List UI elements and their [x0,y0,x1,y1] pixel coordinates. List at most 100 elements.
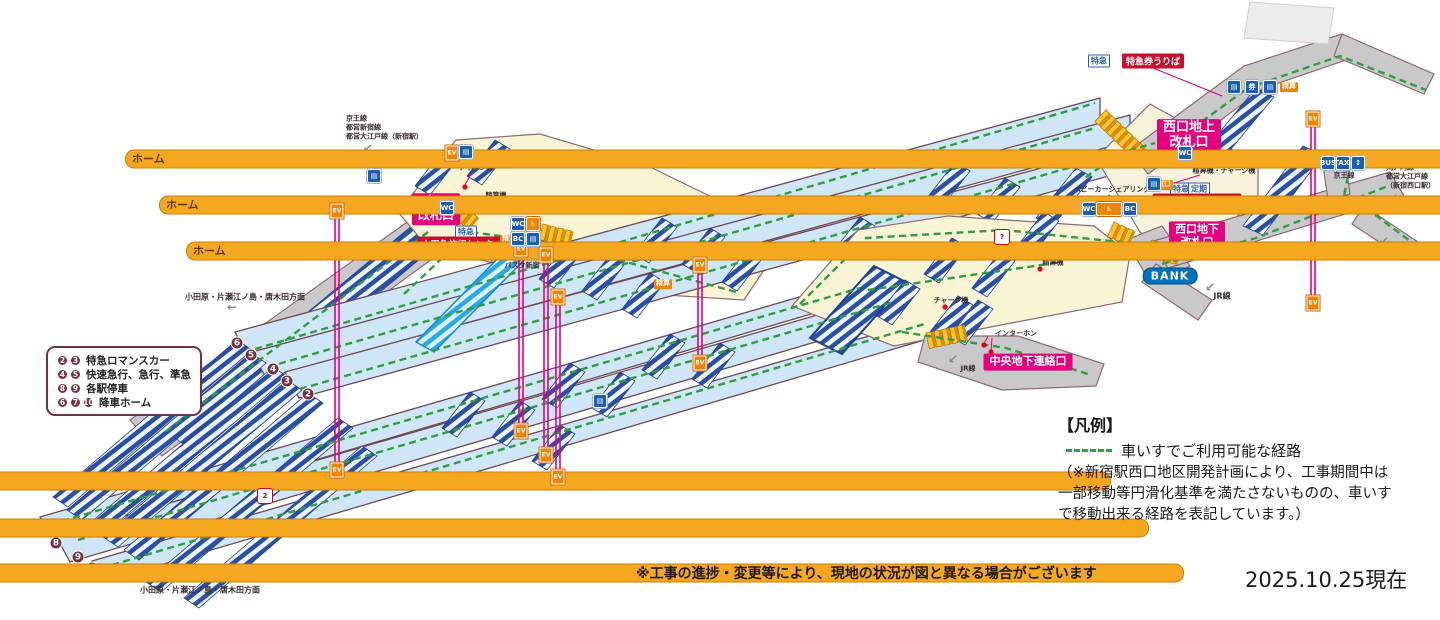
baby-room-icon: BC [511,232,525,246]
toei-shinjuku-line-text: 都営新宿線 [346,123,381,132]
elevator-icon: EV [1306,295,1320,311]
wheelchair-legend: 【凡例】 車いすでご利用可能な経路 （※新宿駅西口地区開発計画により、工事期間中… [1058,412,1440,526]
platform-bubble-3: ホーム [186,241,1440,262]
stairs-icon: ↕ [1351,156,1365,170]
coin-locker-icon: ▤ [1227,80,1241,94]
info-icon: ? [995,230,1009,244]
platform-number-3: 3 [280,374,294,388]
babycar-sharing-label: ベビーカーシェアリング [1073,185,1151,194]
shinjuku-nishiguchi-sta-text: （新宿西口駅） [1386,181,1435,190]
interphone-label: インターホン [995,329,1037,338]
jr-line-label-mid-right: JR線 [1213,291,1231,301]
elevator-icon: EV [445,145,459,161]
hanrei-note-line3: で移動出来る経路を表記しています。） [1058,507,1310,524]
hanrei-title: 【凡例】 [1058,416,1123,435]
platform-number-8: 8 [49,536,63,550]
green-dash-sample [1066,449,1112,452]
coin-locker-icon: ▤ [526,232,540,246]
toei-oedo-line-text: 都営大江戸線（新宿駅） [346,132,423,141]
ticket-machine-icon: 券 [1245,80,1259,94]
legend-text-local: 各駅停車 [86,382,128,395]
busta-shinjuku-label: バスタ新宿 [504,261,540,270]
platform-number-2: 2 [301,387,315,401]
charge-machine-label-west: チャージ機 [933,296,969,305]
hanrei-note-line2: 一部移動等円滑化基準を満たさないものの、車いす [1058,486,1392,503]
oedo-line-text: 都営大江戸線 [1386,172,1428,181]
keio-toei-lines-label: 京王線 都営新宿線 都営大江戸線（新宿駅） [346,114,423,141]
elevator-icon: EV [551,469,565,485]
direction-label-top: 小田原・片瀬江ノ島・唐木田方面 [185,292,305,302]
fare-charge-machines-label: 精算機・チャージ機 [1192,166,1256,175]
legend-row-express: 4 5 快速急行、急行、準急 [57,367,191,381]
keio-direction-arrow: ↙ [362,141,374,155]
legend-row-alighting: 6 7 10 降車ホーム [57,395,191,409]
bus-icon: BUS [1320,156,1336,170]
toilet-icon: WC [511,217,525,231]
tokkyu-badge-top: 特急 [1088,54,1110,68]
seisan-badge-center: 精算 [654,279,672,289]
accessible-toilet-icon: ♿ [526,217,540,231]
legend-num-9: 9 [70,382,81,394]
toilet-icon: WC [440,201,454,215]
elevator-icon: EV [693,257,707,273]
elevator-icon: EV [539,247,553,263]
legend-text-express: 快速急行、急行、準急 [86,368,191,381]
fare-machine-label-west: 精算機 [1042,258,1064,267]
central-under-gate-label: 中央地下連絡口 [983,353,1073,371]
coin-locker-icon: ▤ [367,169,381,183]
legend-text-alighting: 降車ホーム [99,396,152,409]
accessible-toilet-icon: ♿ [1096,202,1122,216]
seisan-badge-south: 精算 [500,235,518,245]
madoguchi-badge-west: 窓口 [1155,180,1173,190]
legend-num-3: 3 [70,354,81,366]
coin-locker-icon: ▤ [1147,177,1161,191]
exit-number-icon: 2 [258,489,272,503]
legend-num-6: 6 [57,396,68,408]
west-under-gate-line1: 西口地下 [1175,222,1219,236]
platform-bubble-6: ホーム [0,563,1184,583]
elevator-icon: EV [514,423,528,439]
platform-number-5: 5 [244,348,258,362]
keio-line-label-right: 京王線 [1333,171,1355,180]
west-ground-gate-line1: 西口地上 [1162,120,1216,136]
jr-arrow-mid-right: ↙ [1204,280,1216,294]
platform-number-9: 9 [71,550,85,564]
hanrei-route-row: 車いすでご利用可能な経路 [1066,440,1440,461]
legend-row-romancecar: 2 3 特急ロマンスカー [57,353,191,367]
hanrei-route-label: 車いすでご利用可能な経路 [1121,442,1302,460]
platform-number-4: 4 [266,362,280,376]
jr-arrow-far-right: ↙ [1379,234,1389,248]
legend-num-2: 2 [57,354,68,366]
coin-locker-icon: ▤ [593,394,607,408]
coin-locker-icon: ▤ [459,145,473,159]
legend-num-10: 10 [83,396,94,408]
platform-bubble-1: ホーム [125,149,1440,170]
fare-machine-label-south: 精算機 [486,191,507,200]
construction-note: ※工事の進捗・変更等により、現地の状況が図と異なる場合がございます [636,566,1097,582]
coin-locker-icon: ▤ [1263,80,1277,94]
taxi-icon: TAXI [1334,156,1352,170]
baby-room-icon: BC [1123,202,1137,216]
platform-bubble-5: ホーム [0,518,1149,538]
legend-text-romancecar: 特急ロマンスカー [86,354,170,367]
elevator-icon: EV [330,462,344,478]
elevator-icon: EV [1306,111,1320,127]
legend-num-5: 5 [70,368,81,380]
platform-bubble-2: ホーム [159,195,1440,216]
bank-logo: BANK [1142,267,1198,285]
tokkyu-ticket-office-label: 特急券うりば [1121,53,1185,69]
legend-num-8: 8 [57,382,68,394]
hanrei-note-line1: （※新宿駅西口地区開発計画により、工事期間中は [1058,465,1389,481]
legend-num-4: 4 [57,368,68,380]
legend-row-local: 8 9 各駅停車 [57,381,191,395]
elevator-icon: EV [330,203,344,219]
platform-legend-box: 2 3 特急ロマンスカー 4 5 快速急行、急行、準急 8 9 各駅停車 6 7… [46,346,202,416]
jr-arrow-central: ↙ [947,352,959,366]
keio-line-text: 京王線 [346,114,367,123]
toilet-icon: WC [1178,146,1192,160]
seisan-badge-top-right: 精算 [1280,82,1298,92]
jr-line-label-central: JR線 [960,364,976,373]
direction-arrow-top: ← [226,300,238,314]
direction-label-bottom: 小田原・片瀬江ノ島・唐木田方面 [140,585,260,595]
